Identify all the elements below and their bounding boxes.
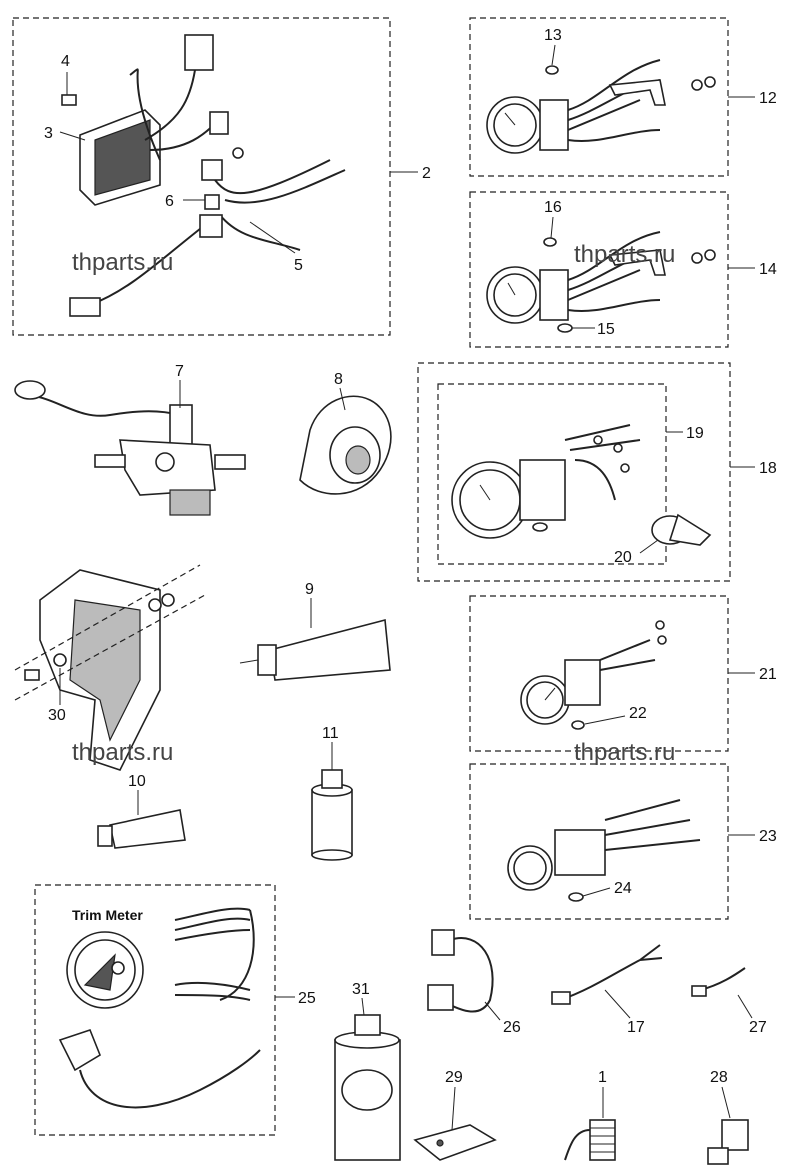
group-box-23 <box>469 763 729 920</box>
watermark: thparts.ru <box>72 249 173 276</box>
group-box-18 <box>417 362 731 582</box>
part-26-harness <box>427 929 494 1013</box>
part-10-tube <box>97 809 186 849</box>
callout-23: 23 <box>759 828 777 845</box>
callout-18: 18 <box>759 460 777 477</box>
callout-12: 12 <box>759 90 777 107</box>
part-12-meter <box>486 59 716 154</box>
callout-17: 17 <box>627 1019 645 1036</box>
callout-2: 2 <box>422 165 431 182</box>
part-1-coil <box>564 1119 616 1161</box>
callout-19: 19 <box>686 425 704 442</box>
callout-8: 8 <box>334 371 343 388</box>
part-14-meter <box>486 231 716 333</box>
group-box-2 <box>12 17 391 336</box>
part-11-can <box>311 769 353 861</box>
part-5-cable <box>199 214 223 238</box>
callout-21: 21 <box>759 666 777 683</box>
part-21-meter <box>520 620 667 730</box>
callout-15: 15 <box>597 321 615 338</box>
callout-20: 20 <box>614 549 632 566</box>
watermark: thparts.ru <box>574 241 675 268</box>
callout-30: 30 <box>48 707 66 724</box>
callout-3: 3 <box>44 125 53 142</box>
callout-14: 14 <box>759 261 777 278</box>
part-9-tube <box>239 618 391 681</box>
callout-11: 11 <box>322 725 339 742</box>
callout-27: 27 <box>749 1019 767 1036</box>
callout-29: 29 <box>445 1069 463 1086</box>
part-19-meter <box>451 424 641 539</box>
callout-5: 5 <box>294 257 303 274</box>
part-2-harness <box>69 34 346 317</box>
watermark: thparts.ru <box>72 739 173 766</box>
part-25-trim-meter <box>58 907 261 1109</box>
callout-9: 9 <box>305 581 314 598</box>
part-20-plug <box>651 513 712 546</box>
callout-1: 1 <box>598 1069 607 1086</box>
group-box-12 <box>469 17 729 177</box>
callout-28: 28 <box>710 1069 728 1086</box>
group-box-19 <box>437 383 667 565</box>
part-7-sensor <box>14 380 246 516</box>
callout-10: 10 <box>128 773 146 790</box>
part-8-cover <box>299 395 392 495</box>
callout-22: 22 <box>629 705 647 722</box>
trim-meter-title: Trim Meter <box>72 907 143 923</box>
callout-6: 6 <box>165 193 174 210</box>
part-17-cable <box>551 944 663 1005</box>
part-3-regulator <box>61 94 161 206</box>
callout-4: 4 <box>61 53 70 70</box>
callout-13: 13 <box>544 27 562 44</box>
leader-lines <box>59 44 755 1131</box>
part-23-meter <box>507 799 701 902</box>
callout-25: 25 <box>298 990 316 1007</box>
part-6-connector <box>204 194 220 210</box>
callout-24: 24 <box>614 880 632 897</box>
part-28-fitting <box>707 1119 749 1165</box>
part-29-pad <box>413 1124 497 1161</box>
group-box-25 <box>34 884 276 1136</box>
part-30-bracket <box>14 564 206 771</box>
part-31-bottle <box>334 1014 401 1161</box>
watermark: thparts.ru <box>574 739 675 766</box>
callout-31: 31 <box>352 981 370 998</box>
callout-26: 26 <box>503 1019 521 1036</box>
group-box-14 <box>469 191 729 348</box>
callout-7: 7 <box>175 363 184 380</box>
callout-16: 16 <box>544 199 562 216</box>
part-27-lead <box>691 967 746 997</box>
